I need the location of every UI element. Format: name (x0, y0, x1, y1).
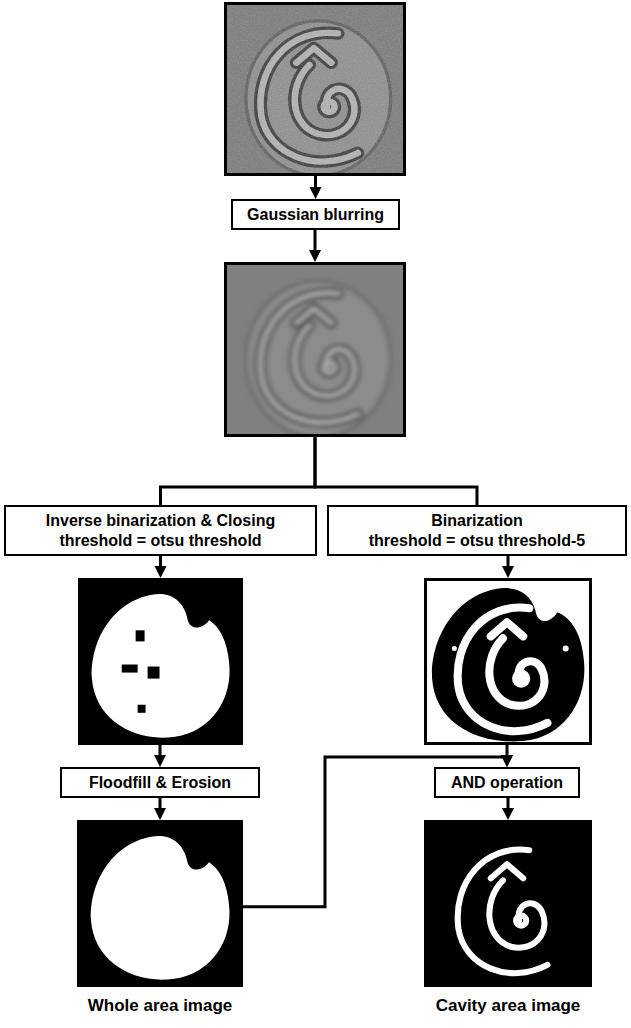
inverse-binary-image (78, 578, 243, 745)
arrow-head (501, 755, 513, 767)
result-image-frame: Cavity area image (424, 820, 592, 987)
flow-connector (154, 798, 166, 820)
step-label: Binarization (431, 511, 523, 530)
binary-background (77, 820, 243, 987)
input-image (224, 2, 406, 176)
arrow-head (502, 808, 514, 820)
ct-noise (224, 2, 406, 176)
step-label: threshold = otsu threshold-5 (369, 531, 585, 550)
binary-image-frame (424, 578, 592, 745)
flow-connector (502, 556, 514, 578)
cochlea-outline (246, 281, 391, 437)
process-box: Gaussian blurring (231, 199, 400, 230)
arrow-head (310, 187, 322, 199)
spiral-cavity (458, 850, 548, 974)
arrow-head (154, 808, 166, 820)
binary-background (424, 820, 592, 987)
binary-background (78, 578, 243, 745)
hole-speck (138, 705, 146, 713)
arrow-head (501, 755, 513, 767)
connector-line (159, 798, 162, 809)
ct-background (224, 2, 406, 176)
step-label: Inverse binarization & Closing (46, 511, 275, 530)
flow-connector (155, 556, 167, 578)
process-box: Binarizationthreshold = otsu threshold-5 (327, 505, 627, 556)
spiral-wall (260, 293, 357, 423)
connector-line (507, 556, 510, 567)
result-image-frame: Whole area image (77, 820, 243, 987)
blurred-image-frame (224, 262, 406, 437)
step-label: threshold = otsu threshold (59, 531, 261, 550)
arrow-head (154, 755, 166, 767)
hole-speck (122, 665, 138, 673)
noise-dot (563, 645, 569, 651)
spiral-cavity (260, 293, 357, 423)
arrow-head (502, 566, 514, 578)
step-label: AND operation (451, 773, 563, 792)
ct-image (224, 2, 406, 176)
step-label: Floodfill & Erosion (89, 773, 231, 792)
flow-connector (501, 745, 513, 767)
binary-image (424, 578, 592, 745)
arrow-head (155, 566, 167, 578)
flow-connector (502, 798, 514, 820)
hole-speck (148, 667, 160, 679)
process-box: Inverse binarization & Closingthreshold … (4, 505, 317, 556)
connector-line (159, 745, 162, 756)
whole-blob (92, 594, 230, 738)
spiral-cavity (458, 608, 548, 732)
dark-region (432, 588, 584, 741)
image-caption: Whole area image (88, 996, 233, 1016)
connector-line (161, 437, 316, 505)
noise-dot (452, 646, 457, 651)
blurred-background (224, 262, 406, 437)
flow-connector (309, 230, 321, 262)
connector-line (314, 230, 317, 251)
whole-area-picture (77, 820, 243, 987)
connector-line (159, 556, 162, 567)
blurred-image (224, 262, 406, 437)
connector-line (314, 176, 317, 188)
image-caption: Cavity area image (436, 996, 581, 1016)
arrow-head (309, 250, 321, 262)
connector-line (315, 437, 477, 505)
flow-connector (161, 437, 316, 505)
whole-blob (91, 836, 230, 980)
binary-image-frame (78, 578, 243, 745)
flow-connector (154, 745, 166, 767)
connector-line (506, 745, 509, 756)
hole-speck (136, 630, 145, 641)
blurred-content (246, 281, 391, 437)
flow-connector (310, 176, 322, 199)
binary-background (424, 578, 592, 745)
process-box: Floodfill & Erosion (60, 767, 260, 798)
connector-line (507, 798, 510, 809)
flow-connector (315, 437, 477, 505)
cavity-area-picture (424, 820, 592, 987)
process-box: AND operation (434, 767, 580, 798)
step-label: Gaussian blurring (247, 205, 384, 224)
